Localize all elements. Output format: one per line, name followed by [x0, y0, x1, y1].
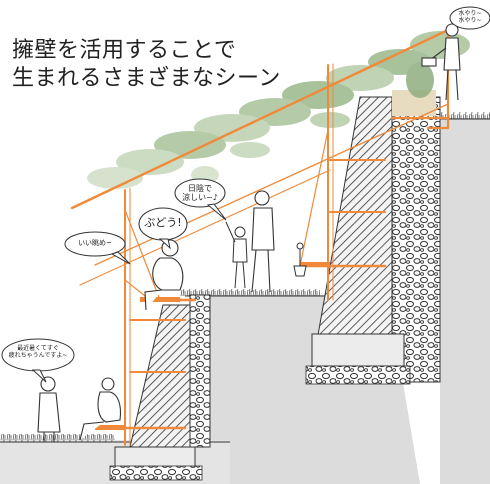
bubble-shade-line-1: 日陰で	[188, 184, 212, 193]
standing-woman-figure	[37, 376, 61, 442]
seated-elder-figure	[79, 377, 122, 441]
parent-figure	[251, 190, 275, 293]
bench-upper	[300, 262, 330, 267]
child-figure	[225, 221, 248, 289]
bubble-shade-text: 日陰で 涼しい~♪	[176, 184, 224, 202]
lower-wall-base-stones	[109, 465, 203, 481]
bubble-hot-text: 最近暑くてすぐ 疲れちゃうんですよ~	[3, 345, 73, 360]
upper-wall-base-stones	[305, 365, 411, 385]
bubble-hot-line-1: 最近暑くてすぐ	[17, 345, 59, 352]
potted-flower	[293, 242, 307, 277]
bench-lower	[95, 425, 125, 430]
bubble-hot-line-2: 疲れちゃうんですよ~	[8, 351, 68, 359]
grass-strip-middle	[180, 289, 320, 296]
grass-strip-lower	[0, 434, 115, 442]
bubble-watering	[449, 6, 490, 30]
upper-wall-footing	[311, 333, 405, 367]
title-line-1: 擁壁を活用することで	[12, 38, 237, 63]
title-line-2: 生まれるさまざまなシーン	[12, 66, 281, 91]
bubble-watering-text: 水やり~ 水やり~	[451, 10, 489, 25]
lower-wall-footing	[114, 446, 196, 468]
bubble-watering-line-2: 水やり~	[458, 16, 482, 24]
lower-wall-stones	[189, 294, 211, 448]
bench-middle	[140, 297, 180, 302]
upper-wall-hatched	[317, 96, 393, 336]
bubble-watering-line-1: 水やり~	[458, 10, 482, 17]
upper-terrace-ground	[440, 118, 490, 484]
grape-foliage	[87, 31, 470, 189]
bubble-shade-line-2: 涼しい~♪	[182, 193, 218, 203]
grass-strip-upper	[440, 112, 490, 119]
bubble-view	[64, 231, 126, 257]
bubble-view-text: いい眺め~	[78, 239, 112, 247]
lower-wall-hatched	[129, 304, 191, 448]
bubble-grapes-text: ぶどう!	[144, 216, 182, 229]
bubble-shade	[174, 178, 226, 208]
gardener-figure	[421, 23, 461, 101]
